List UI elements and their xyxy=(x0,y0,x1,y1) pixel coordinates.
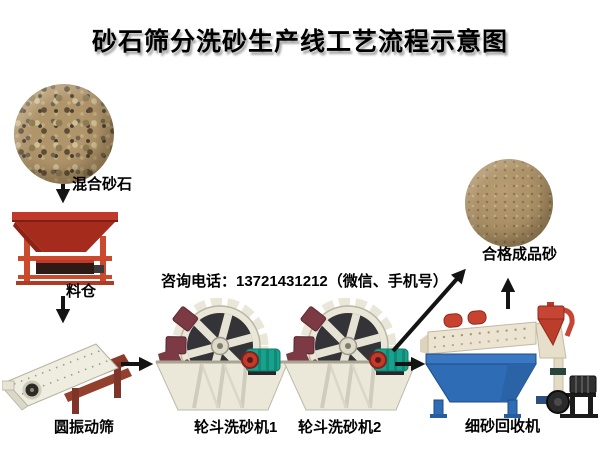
sand-washer-1-graphic xyxy=(155,298,289,411)
finished-sand-label: 合格成品砂 xyxy=(482,246,558,263)
vibrator-motor xyxy=(467,310,487,325)
vibrating-screen-label: 圆振动筛 xyxy=(54,419,115,436)
hopper-label: 料仓 xyxy=(66,283,97,300)
sand-washer-2-graphic xyxy=(283,298,417,411)
contact-phone: 咨询电话：13721431212（微信、手机号） xyxy=(161,273,448,290)
page-title: 砂石筛分洗砂生产线工艺流程示意图 xyxy=(91,28,508,56)
slurry-pump xyxy=(536,375,598,418)
hopper-bin xyxy=(12,212,118,252)
finished-sand-photo xyxy=(465,159,553,247)
mixed-sand-label: 混合砂石 xyxy=(72,176,133,193)
hopper-graphic xyxy=(12,212,118,285)
recycler-tank xyxy=(425,353,537,418)
sand-washer-1-label: 轮斗洗砂机1 xyxy=(194,419,278,436)
vibrator-motor xyxy=(443,313,463,328)
sand-washer-2-label: 轮斗洗砂机2 xyxy=(298,419,382,436)
dewatering-screen xyxy=(420,310,537,355)
cyclone xyxy=(537,302,575,347)
hopper-feeder xyxy=(36,260,104,274)
fine-sand-recycler-label: 细砂回收机 xyxy=(465,418,541,435)
vibrating-screen-graphic xyxy=(2,343,132,414)
hopper-frame xyxy=(16,236,114,285)
screen-deck xyxy=(2,343,119,411)
fine-sand-recycler-graphic xyxy=(420,302,598,418)
drive-motor xyxy=(241,348,281,375)
mixed-sand-photo xyxy=(14,84,114,184)
